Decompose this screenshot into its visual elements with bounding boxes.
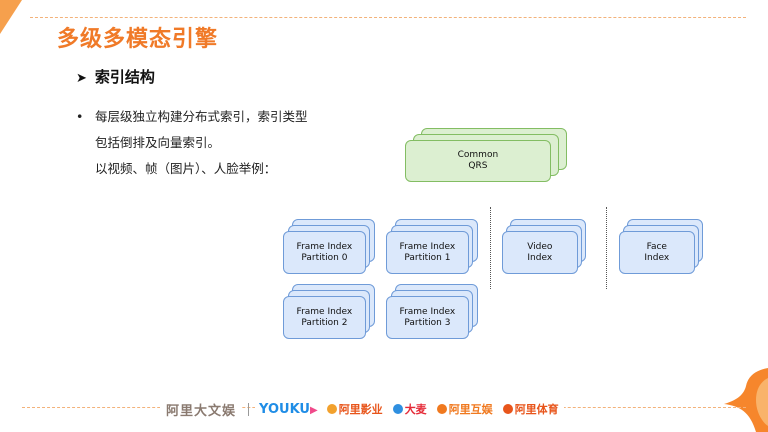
node-common-qrs: Common QRS bbox=[405, 128, 567, 182]
bullet-line: 以视频、帧（图片）、人脸举例： bbox=[95, 161, 277, 176]
youku-logo: YOUKU▶ bbox=[255, 401, 322, 417]
logo-separator bbox=[248, 402, 250, 416]
games-logo-icon bbox=[436, 404, 447, 414]
alibaba-entertainment-logo: 阿里大文娱 bbox=[160, 399, 243, 419]
node-face: Video Index bbox=[502, 231, 578, 274]
play-icon: ▶ bbox=[309, 404, 318, 416]
node-label: Face bbox=[646, 241, 667, 252]
node-label: Index bbox=[644, 252, 670, 263]
node-face: Frame Index Partition 1 bbox=[386, 231, 469, 274]
divider-line bbox=[490, 207, 491, 289]
node-face-index: Face Index bbox=[619, 219, 703, 274]
alisports-logo-text: 阿里体育 bbox=[514, 403, 559, 416]
node-label: Index bbox=[527, 252, 553, 263]
title-divider bbox=[30, 17, 746, 18]
damai-logo-icon bbox=[392, 404, 403, 414]
node-face: Face Index bbox=[619, 231, 695, 274]
pictures-logo-icon bbox=[326, 404, 337, 414]
node-label: Common bbox=[457, 149, 499, 160]
node-frame-index-partition-2: Frame Index Partition 2 bbox=[283, 284, 375, 339]
node-label: Frame Index bbox=[399, 306, 456, 317]
footer-logos: 阿里大文娱 YOUKU▶ 阿里影业 大麦 阿里互娱 阿里体育 bbox=[160, 399, 564, 419]
node-face: Frame Index Partition 3 bbox=[386, 296, 469, 339]
bullet-dot-icon: • bbox=[76, 109, 84, 124]
section-title: 索引结构 bbox=[94, 68, 155, 86]
node-label: Partition 1 bbox=[404, 252, 451, 263]
section-heading: ➤ 索引结构 bbox=[76, 66, 155, 87]
node-frame-index-partition-0: Frame Index Partition 0 bbox=[283, 219, 375, 274]
node-label: Frame Index bbox=[296, 306, 353, 317]
slide-title: 多级多模态引擎 bbox=[57, 27, 219, 52]
node-label: Video bbox=[527, 241, 553, 252]
node-frame-index-partition-3: Frame Index Partition 3 bbox=[386, 284, 478, 339]
node-video-index: Video Index bbox=[502, 219, 586, 274]
node-frame-index-partition-1: Frame Index Partition 1 bbox=[386, 219, 478, 274]
youku-logo-text: YOUKU bbox=[259, 401, 310, 417]
damai-logo-text: 大麦 bbox=[404, 403, 427, 416]
node-label: Partition 3 bbox=[404, 317, 451, 328]
node-face: Frame Index Partition 2 bbox=[283, 296, 366, 339]
node-face: Frame Index Partition 0 bbox=[283, 231, 366, 274]
wave-decoration bbox=[724, 368, 768, 432]
sports-logo-icon bbox=[502, 404, 513, 414]
corner-decoration bbox=[0, 0, 22, 34]
node-label: Frame Index bbox=[296, 241, 353, 252]
alibaba-games-logo: 阿里互娱 bbox=[431, 401, 498, 417]
bullet-line: 每层级独立构建分布式索引，索引类型 bbox=[95, 109, 308, 124]
arrow-bullet-icon: ➤ bbox=[76, 71, 87, 86]
bullet-line: 包括倒排及向量索引。 bbox=[95, 135, 221, 150]
alibaba-pictures-logo: 阿里影业 bbox=[321, 401, 388, 417]
alibaba-games-logo-text: 阿里互娱 bbox=[448, 403, 493, 416]
node-label: Partition 0 bbox=[301, 252, 348, 263]
node-face: Common QRS bbox=[405, 139, 551, 182]
damai-logo: 大麦 bbox=[387, 401, 432, 417]
node-label: Partition 2 bbox=[301, 317, 348, 328]
node-label: QRS bbox=[468, 160, 488, 171]
alibaba-pictures-logo-text: 阿里影业 bbox=[338, 403, 383, 416]
alisports-logo: 阿里体育 bbox=[497, 401, 564, 417]
node-label: Frame Index bbox=[399, 241, 456, 252]
divider-line bbox=[606, 207, 607, 289]
